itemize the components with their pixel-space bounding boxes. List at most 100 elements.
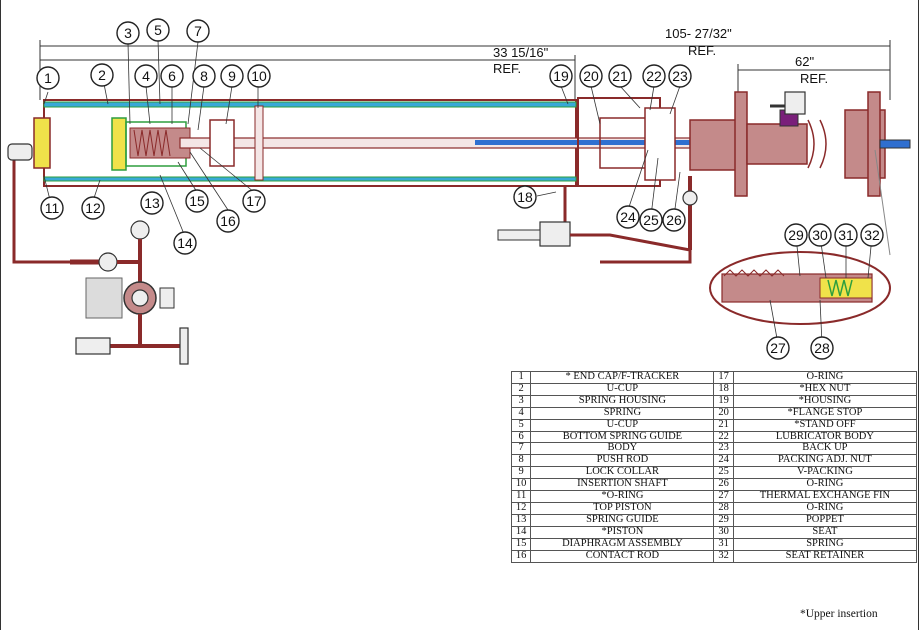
part-name: SPRING GUIDE [530,513,715,527]
callout-10: 10 [247,64,271,88]
part-name: TOP PISTON [530,501,715,515]
part-number: 11 [510,490,532,503]
callout-31: 31 [834,223,858,247]
callout-1: 1 [36,66,60,90]
callout-20: 20 [579,64,603,88]
part-name: O-RING [732,478,918,492]
part-name: *HEX NUT [732,382,918,396]
svg-text:26: 26 [666,212,682,228]
tubing [7,143,698,365]
part-number: 13 [510,513,532,527]
part-name: POPPET [732,513,918,527]
callout-28: 28 [810,336,834,360]
callout-23: 23 [668,64,692,88]
callout-2: 2 [90,63,114,87]
svg-text:30: 30 [812,227,828,243]
svg-text:19: 19 [553,68,569,84]
lubricator-assembly [577,91,911,197]
part-number: 32 [713,549,734,563]
right-ref: REF. [800,71,828,86]
part-number: 24 [713,454,734,468]
callout-9: 9 [220,64,244,88]
svg-text:14: 14 [177,235,193,251]
svg-text:15: 15 [189,193,205,209]
part-number: 20 [713,406,734,420]
svg-text:31: 31 [838,227,854,243]
part-number: 29 [713,513,734,527]
part-number: 25 [713,466,734,480]
part-name: U-CUP [530,382,715,396]
part-number: 10 [510,478,532,492]
callout-7: 7 [186,19,210,43]
part-name: V-PACKING [732,466,918,480]
part-name: O-RING [732,501,918,515]
part-name: *FLANGE STOP [732,406,918,420]
part-number: 26 [713,478,734,492]
callout-12: 12 [81,196,105,220]
part-name: BACK UP [732,442,918,456]
part-number: 15 [510,537,532,551]
part-name: PACKING ADJ. NUT [732,454,918,468]
dimension-lines: 105- 27/32" REF. 33 15/16" REF. 62" REF. [39,26,891,100]
callout-30: 30 [808,223,832,247]
callout-3: 3 [116,21,140,45]
svg-text:12: 12 [85,200,101,216]
part-number: 23 [713,442,734,456]
part-number: 6 [510,430,532,444]
partial-ref: REF. [493,61,521,76]
svg-text:13: 13 [144,195,160,211]
svg-text:20: 20 [583,68,599,84]
part-number: 19 [713,394,734,408]
detail-view [709,149,891,325]
part-name: SEAT [732,525,918,539]
svg-text:25: 25 [643,212,659,228]
callout-6: 6 [160,64,184,88]
part-number: 18 [713,382,734,396]
footnote: *Upper insertion [800,608,878,620]
part-number: 28 [713,501,734,515]
svg-text:11: 11 [45,200,60,216]
svg-text:24: 24 [620,209,636,225]
svg-text:3: 3 [124,25,132,41]
part-number: 17 [713,371,734,384]
part-name: LOCK COLLAR [530,466,715,480]
callout-22: 22 [642,64,666,88]
part-name: *HOUSING [732,394,918,408]
svg-text:21: 21 [612,68,628,84]
callout-27: 27 [766,336,790,360]
part-number: 8 [510,454,532,468]
callout-19: 19 [549,64,573,88]
part-name: INSERTION SHAFT [530,478,715,492]
right-dimension: 62" [795,54,814,69]
part-name: O-RING [732,371,918,384]
part-name: SEAT RETAINER [732,549,918,563]
svg-text:9: 9 [228,68,236,84]
svg-text:7: 7 [194,23,202,39]
part-name: SPRING HOUSING [530,394,715,408]
part-name: LUBRICATOR BODY [732,430,918,444]
callout-21: 21 [608,64,632,88]
svg-text:29: 29 [788,227,804,243]
part-name: * END CAP/F-TRACKER [530,371,715,384]
svg-text:8: 8 [200,68,208,84]
callout-26: 26 [662,208,686,232]
partial-dimension: 33 15/16" [493,45,549,60]
svg-text:16: 16 [220,213,236,229]
svg-text:18: 18 [517,189,533,205]
part-number: 12 [510,501,532,515]
part-number: 7 [510,442,532,456]
frame-border-right [918,0,919,630]
callout-29: 29 [784,223,808,247]
callout-13: 13 [140,191,164,215]
part-name: PUSH ROD [530,454,715,468]
part-number: 4 [510,406,532,420]
